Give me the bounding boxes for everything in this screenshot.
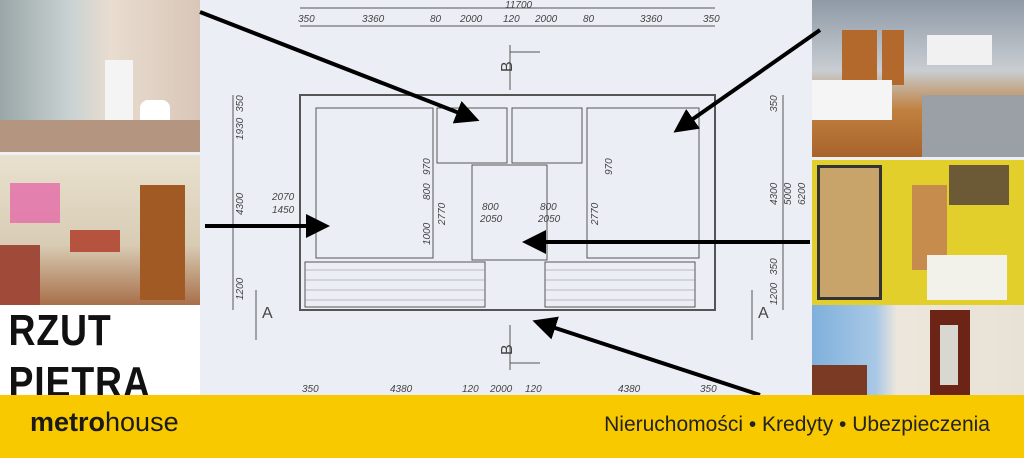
dim-bottom: 120 xyxy=(525,384,542,395)
dim-left: 4300 xyxy=(235,192,246,215)
plan-title-line1: RZUT xyxy=(8,306,112,355)
logo-bold: metro xyxy=(30,407,106,437)
dim-bottom: 4380 xyxy=(390,384,413,395)
dim-total: 11700 xyxy=(505,0,533,11)
metrohouse-logo[interactable]: metrohouse xyxy=(30,407,179,438)
dim-inner: 970 xyxy=(422,158,433,175)
dim-inner: 800 xyxy=(482,202,499,213)
dim-inner: 2050 xyxy=(537,214,561,225)
section-mark: B xyxy=(499,344,516,355)
dim-right: 350 xyxy=(769,258,780,275)
floor-plan: 11700 350 3360 80 2000 120 2000 80 3360 … xyxy=(200,0,812,395)
plan-title-label: RZUT PIETRA xyxy=(0,305,200,395)
dim-bottom: 350 xyxy=(302,384,319,395)
photo-bedroom xyxy=(0,155,200,305)
dim-inner: 970 xyxy=(604,158,615,175)
dim-inner: 1000 xyxy=(422,222,433,245)
dim-top: 120 xyxy=(503,14,520,25)
dim-right: 1200 xyxy=(769,282,780,305)
dim-left: 1930 xyxy=(235,117,246,140)
dim-top: 80 xyxy=(583,14,595,25)
dim-bottom: 4380 xyxy=(618,384,641,395)
dim-left: 1200 xyxy=(235,277,246,300)
dim-right: 4300 xyxy=(769,182,780,205)
dim-inner: 2770 xyxy=(590,202,601,226)
dim-top: 350 xyxy=(703,14,720,25)
section-mark: B xyxy=(499,61,516,72)
dim-top: 2000 xyxy=(459,14,483,25)
dim-inner: 2770 xyxy=(437,202,448,226)
dim-bottom: 120 xyxy=(462,384,479,395)
dim-bottom: 2000 xyxy=(489,384,513,395)
dim-left: 350 xyxy=(235,95,246,112)
dim-top: 80 xyxy=(430,14,442,25)
photo-hallway xyxy=(812,160,1024,305)
photo-kitchen xyxy=(812,0,1024,157)
logo-light: house xyxy=(105,407,179,437)
plan-title-line2: PIETRA xyxy=(8,358,151,395)
dim-top: 3360 xyxy=(362,14,385,25)
dim-bottom: 350 xyxy=(700,384,717,395)
dim-inner: 1450 xyxy=(272,205,295,216)
dim-inner: 800 xyxy=(540,202,557,213)
photo-bathroom xyxy=(0,0,200,152)
section-mark: A xyxy=(758,305,769,322)
dim-inner: 2050 xyxy=(479,214,503,225)
dim-inner: 800 xyxy=(422,183,433,200)
footer-banner: metrohouse Nieruchomości • Kredyty • Ube… xyxy=(0,395,1024,458)
dim-top: 350 xyxy=(298,14,315,25)
dim-top: 2000 xyxy=(534,14,558,25)
section-mark: A xyxy=(262,305,273,322)
dim-right: 5000 xyxy=(783,182,794,205)
tagline: Nieruchomości • Kredyty • Ubezpieczenia xyxy=(604,413,990,436)
dim-right: 6200 xyxy=(797,182,808,205)
photo-balcony xyxy=(812,305,1024,395)
dim-inner: 2070 xyxy=(271,192,295,203)
dim-top: 3360 xyxy=(640,14,663,25)
dim-right: 350 xyxy=(769,95,780,112)
